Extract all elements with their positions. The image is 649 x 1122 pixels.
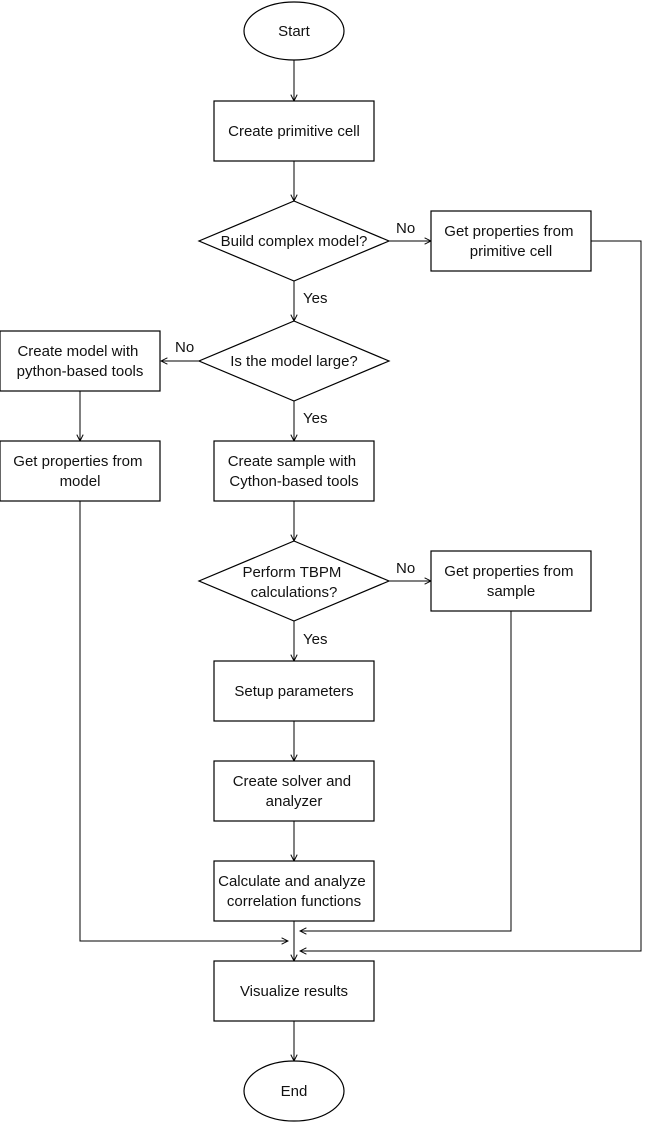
calculate-correlation-box (213, 860, 375, 922)
calculate-correlation-label: Calculate and analyze correlation functi… (218, 873, 370, 910)
model-large-decision (197, 320, 391, 402)
create-model-python-line2: python-based tools (17, 363, 144, 380)
calculate-correlation-line2: correlation functions (227, 893, 361, 910)
create-primitive-cell-box (213, 100, 375, 162)
edge-label-tbpm-yes: Yes (303, 631, 327, 648)
edge-label-large-no: No (175, 339, 194, 356)
perform-tbpm-label: Perform TBPM calculations? (242, 564, 345, 601)
node-props-primitive: Get properties from primitive cell (430, 210, 592, 272)
create-solver-box (213, 760, 375, 822)
node-start: Start (243, 1, 345, 61)
props-model-box (0, 440, 161, 502)
edge-label-large-yes: Yes (303, 410, 327, 427)
setup-parameters-label: Setup parameters (234, 683, 353, 700)
node-create-model-python: Create model with python-based tools (0, 330, 161, 392)
build-complex-model-decision (197, 200, 391, 282)
start-terminator (243, 1, 345, 61)
edges (79, 60, 642, 1061)
edge-props-primitive-to-visualize (300, 240, 642, 951)
node-build-complex-model: Build complex model? (197, 200, 391, 282)
node-model-large: Is the model large? (197, 320, 391, 402)
node-calculate-correlation: Calculate and analyze correlation functi… (213, 860, 375, 922)
create-sample-cython-line2: Cython-based tools (229, 473, 358, 490)
setup-parameters-box (213, 660, 375, 722)
perform-tbpm-line2: calculations? (251, 584, 338, 601)
create-model-python-box (0, 330, 161, 392)
create-solver-label: Create solver and analyzer (233, 773, 356, 810)
node-create-solver: Create solver and analyzer (213, 760, 375, 822)
create-primitive-cell-label: Create primitive cell (228, 123, 360, 140)
props-primitive-line1: Get properties from (444, 223, 573, 240)
node-end: End (243, 1060, 345, 1122)
calculate-correlation-line1: Calculate and analyze (218, 873, 366, 890)
end-terminator (243, 1060, 345, 1122)
create-sample-cython-box (213, 440, 375, 502)
visualize-results-label: Visualize results (240, 983, 348, 1000)
perform-tbpm-decision (197, 540, 391, 622)
create-model-python-line1: Create model with (17, 343, 138, 360)
edge-props-model-to-visualize (79, 501, 288, 941)
visualize-results-box (213, 960, 375, 1022)
node-perform-tbpm: Perform TBPM calculations? (197, 540, 391, 622)
props-primitive-label: Get properties from primitive cell (444, 223, 577, 260)
node-props-model: Get properties from model (0, 440, 161, 502)
props-model-line1: Get properties from (13, 453, 142, 470)
node-create-primitive-cell: Create primitive cell (213, 100, 375, 162)
create-model-python-label: Create model with python-based tools (17, 343, 144, 380)
end-label: End (281, 1083, 308, 1100)
create-solver-line2: analyzer (266, 793, 323, 810)
create-solver-line1: Create solver and (233, 773, 351, 790)
node-props-sample: Get properties from sample (430, 550, 592, 612)
edge-label-complex-yes: Yes (303, 290, 327, 307)
props-sample-line1: Get properties from (444, 563, 573, 580)
node-setup-parameters: Setup parameters (213, 660, 375, 722)
props-model-label: Get properties from model (13, 453, 146, 490)
edge-label-tbpm-no: No (396, 560, 415, 577)
props-sample-label: Get properties from sample (444, 563, 577, 600)
edge-labels: No Yes No Yes No Yes (175, 220, 415, 648)
edge-label-complex-no: No (396, 220, 415, 237)
props-primitive-box (430, 210, 592, 272)
props-primitive-line2: primitive cell (470, 243, 553, 260)
build-complex-model-label: Build complex model? (221, 233, 368, 250)
props-model-line2: model (60, 473, 101, 490)
model-large-label: Is the model large? (230, 353, 358, 370)
props-sample-box (430, 550, 592, 612)
start-label: Start (278, 23, 311, 40)
edge-props-sample-to-visualize (300, 611, 512, 931)
node-create-sample-cython: Create sample with Cython-based tools (213, 440, 375, 502)
node-visualize-results: Visualize results (213, 960, 375, 1022)
create-sample-cython-line1: Create sample with (228, 453, 356, 470)
perform-tbpm-line1: Perform TBPM (242, 564, 341, 581)
props-sample-line2: sample (487, 583, 535, 600)
create-sample-cython-label: Create sample with Cython-based tools (228, 453, 361, 490)
